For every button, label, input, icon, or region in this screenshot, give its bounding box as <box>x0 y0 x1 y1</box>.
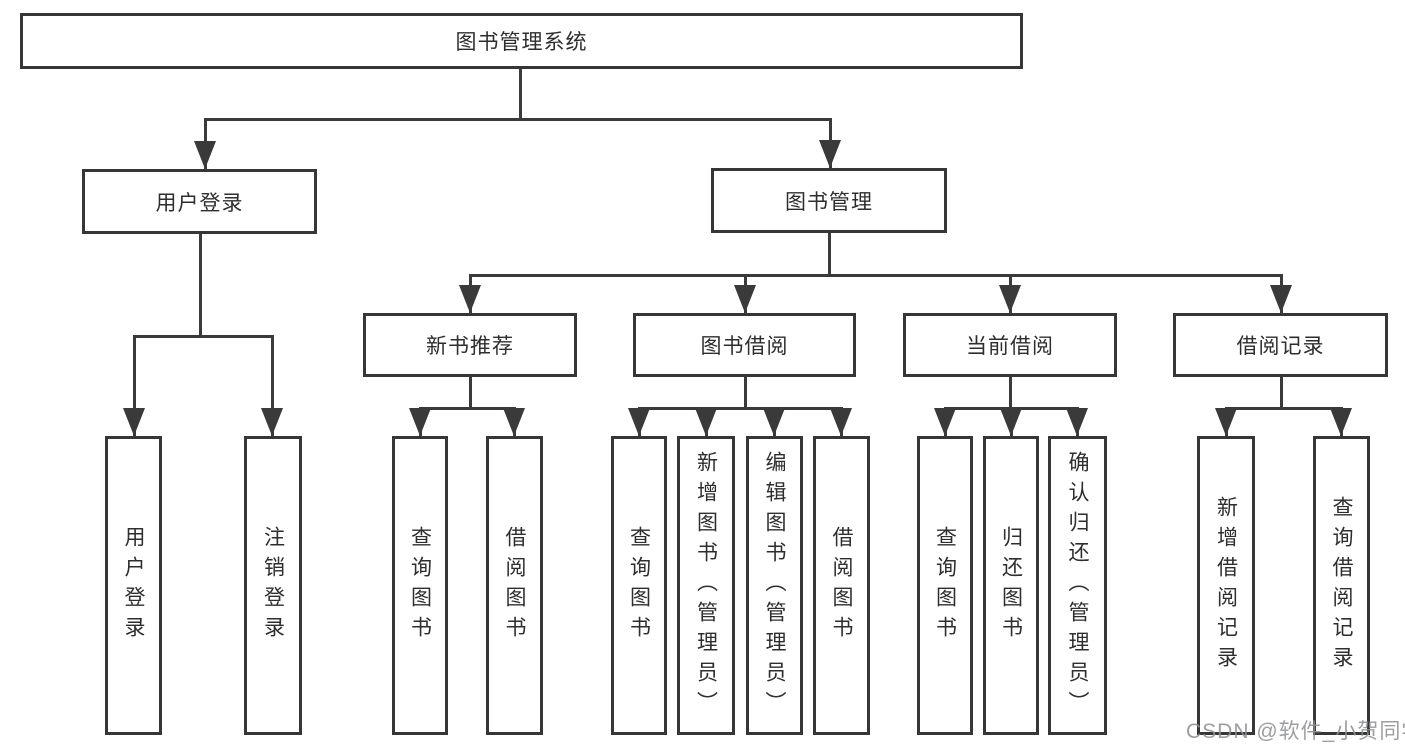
leaf-logout: 注销登录 <box>244 436 302 735</box>
leaf-add-borrow-record: 新增借阅记录 <box>1197 436 1255 735</box>
arrowhead-icon <box>194 141 216 169</box>
leaf-return-book: 归还图书 <box>983 436 1039 735</box>
node-book-management: 图书管理 <box>711 168 947 233</box>
arrowhead-icon <box>830 408 852 436</box>
arrowhead-icon <box>819 140 841 168</box>
leaf-borrow-books-label: 借阅图书 <box>830 525 854 646</box>
arrowhead-icon <box>763 408 785 436</box>
arrowhead-icon <box>1066 408 1088 436</box>
arrowhead-icon <box>1270 285 1292 313</box>
leaf-query-borrow-record: 查询借阅记录 <box>1313 436 1370 735</box>
leaf-query-borrow-record-label: 查询借阅记录 <box>1330 495 1354 676</box>
node-borrow-record: 借阅记录 <box>1173 313 1388 377</box>
connector-line <box>1009 377 1012 407</box>
leaf-add-book-admin: 新增图书（管理员） <box>677 436 735 735</box>
leaf-confirm-return-admin-label: 确认归还（管理员） <box>1066 450 1090 721</box>
arrowhead-icon <box>459 285 481 313</box>
leaf-query-books-borrow: 查询图书 <box>611 436 667 735</box>
connector-line <box>1225 407 1343 410</box>
node-new-book-recommend: 新书推荐 <box>363 313 577 377</box>
arrowhead-icon <box>409 408 431 436</box>
leaf-query-books-borrow-label: 查询图书 <box>627 525 651 646</box>
arrowhead-icon <box>261 408 283 436</box>
arrowhead-icon <box>934 408 956 436</box>
leaf-user-login: 用户登录 <box>105 436 162 735</box>
leaf-edit-book-admin: 编辑图书（管理员） <box>746 436 803 735</box>
leaf-borrow-books-recommend: 借阅图书 <box>486 436 543 735</box>
leaf-confirm-return-admin: 确认归还（管理员） <box>1048 436 1107 735</box>
leaf-edit-book-admin-label: 编辑图书（管理员） <box>763 450 787 721</box>
node-current-borrow: 当前借阅 <box>903 313 1117 377</box>
leaf-logout-label: 注销登录 <box>261 525 285 646</box>
leaf-query-books-current: 查询图书 <box>917 436 973 735</box>
connector-line <box>271 335 274 436</box>
leaf-add-book-admin-label: 新增图书（管理员） <box>694 450 718 721</box>
connector-line <box>419 407 516 410</box>
connector-line <box>133 335 136 436</box>
leaf-user-login-label: 用户登录 <box>122 525 146 646</box>
connector-line <box>199 234 202 335</box>
arrowhead-icon <box>734 285 756 313</box>
connector-line <box>519 68 522 120</box>
arrowhead-icon <box>1330 408 1352 436</box>
connector-line <box>204 118 832 121</box>
node-root: 图书管理系统 <box>20 13 1023 69</box>
node-book-borrow: 图书借阅 <box>633 313 856 377</box>
connector-line <box>469 274 1283 277</box>
connector-line <box>133 335 274 338</box>
connector-line <box>469 377 472 407</box>
connector-line <box>828 233 831 274</box>
arrowhead-icon <box>628 408 650 436</box>
node-user-login: 用户登录 <box>82 169 317 234</box>
arrowhead-icon <box>503 408 525 436</box>
leaf-query-books-recommend-label: 查询图书 <box>408 525 432 646</box>
leaf-query-books-current-label: 查询图书 <box>933 525 957 646</box>
arrowhead-icon <box>1215 408 1237 436</box>
connector-line <box>638 407 843 410</box>
arrowhead-icon <box>123 408 145 436</box>
leaf-borrow-books-recommend-label: 借阅图书 <box>503 525 527 646</box>
leaf-return-book-label: 归还图书 <box>999 525 1023 646</box>
arrowhead-icon <box>1000 408 1022 436</box>
leaf-query-books-recommend: 查询图书 <box>392 436 448 735</box>
connector-line <box>744 377 747 407</box>
leaf-borrow-books: 借阅图书 <box>813 436 870 735</box>
arrowhead-icon <box>695 408 717 436</box>
leaf-add-borrow-record-label: 新增借阅记录 <box>1214 495 1238 676</box>
arrowhead-icon <box>999 285 1021 313</box>
connector-line <box>1280 377 1283 407</box>
watermark: CSDN @软件_小贺同学 <box>1186 720 1405 743</box>
